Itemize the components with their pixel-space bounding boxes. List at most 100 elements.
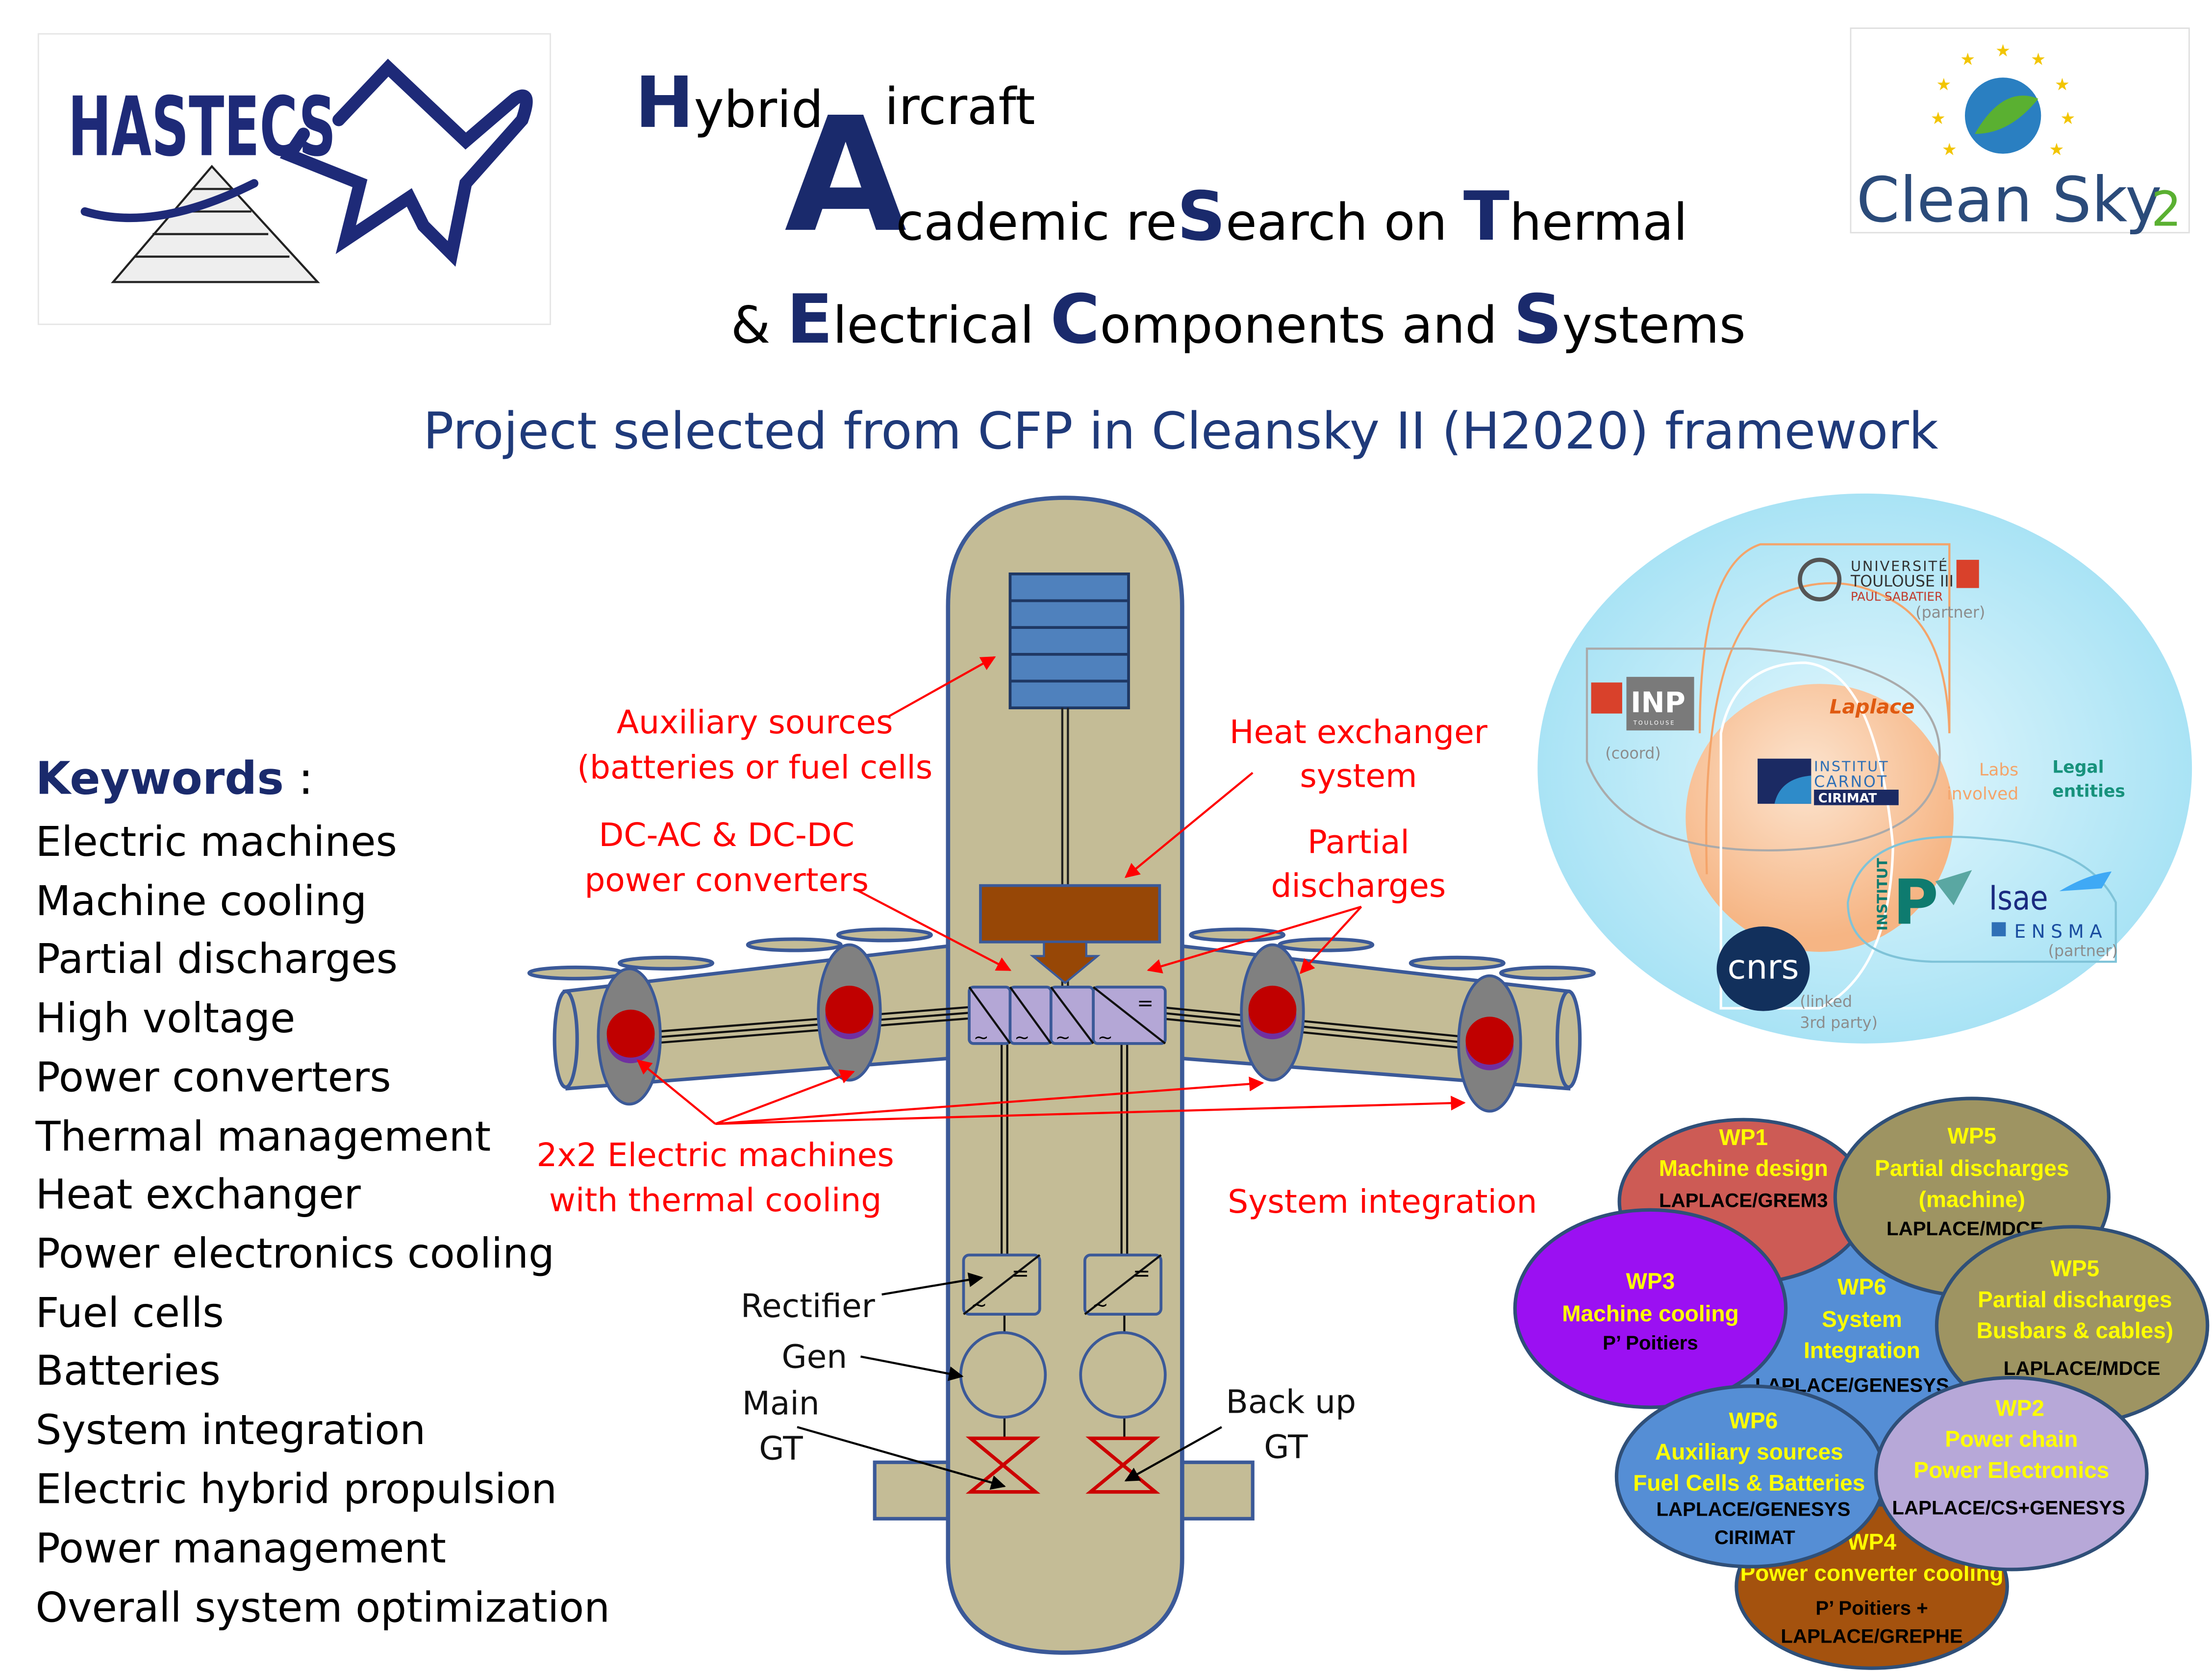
svg-text:WP3: WP3 (1626, 1268, 1675, 1294)
svg-text:=: = (1133, 1261, 1151, 1286)
wp5-partial-discharges-busbars: WP5 Partial discharges Busbars & cables)… (1935, 1225, 2210, 1426)
svg-text:LAPLACE/GREM3: LAPLACE/GREM3 (1659, 1190, 1828, 1212)
inp-logo: INP TOULOUSE (coord) (1591, 676, 1694, 763)
svg-text:System: System (1822, 1306, 1902, 1332)
svg-text:INSTITUT: INSTITUT (1814, 758, 1889, 775)
svg-text:WP5: WP5 (2050, 1255, 2099, 1281)
battery-stack (1008, 572, 1130, 710)
svg-text:~: ~ (971, 1294, 987, 1316)
svg-text:Busbars & cables): Busbars & cables) (1977, 1318, 2174, 1343)
svg-text:& Electrical Components and Sy: & Electrical Components and Systems (731, 280, 1746, 359)
keyword: Machine cooling (36, 877, 367, 925)
keyword: Power management (36, 1524, 446, 1572)
svg-text:ircraft: ircraft (884, 77, 1035, 136)
svg-text:★: ★ (2049, 140, 2064, 159)
svg-text:INSTITUT: INSTITUT (1874, 858, 1891, 931)
svg-text:WP5: WP5 (1947, 1123, 1996, 1148)
aircraft-diagram: ~ ~ ~ ~ = = = ~ ~ (527, 496, 1596, 1655)
keyword: Overall system optimization (36, 1584, 610, 1631)
isae-ensma-logo: Isae ENSMA (partner) (1989, 871, 2118, 960)
svg-text:~: ~ (1092, 1294, 1108, 1316)
svg-text:Keywords :: Keywords : (36, 752, 314, 805)
svg-text:★: ★ (2055, 75, 2070, 95)
svg-text:Main: Main (742, 1384, 820, 1422)
svg-text:(partner): (partner) (1915, 604, 1985, 622)
svg-text:WP1: WP1 (1719, 1124, 1768, 1150)
svg-text:★: ★ (2031, 50, 2046, 69)
svg-text:Partial discharges: Partial discharges (1978, 1287, 2172, 1312)
svg-text:★: ★ (1942, 140, 1957, 159)
svg-text:(linked: (linked (1800, 993, 1852, 1011)
keyword: Partial discharges (36, 935, 398, 983)
svg-text:LAPLACE/MDCE: LAPLACE/MDCE (2004, 1357, 2161, 1379)
svg-text:2x2 Electric machines: 2x2 Electric machines (536, 1136, 894, 1174)
svg-text:entities: entities (2052, 781, 2125, 801)
clean-sky-logo: ★★★★★★★★★ Clean Sky 2 (1850, 27, 2190, 237)
svg-text:WP6: WP6 (1729, 1408, 1778, 1433)
wp6-auxiliary-sources: WP6 Auxiliary sources Fuel Cells & Batte… (1614, 1384, 1886, 1569)
generator-main (959, 1331, 1047, 1419)
svg-text:3rd party): 3rd party) (1800, 1014, 1878, 1032)
svg-text:Gen: Gen (781, 1338, 847, 1375)
keywords-list: Keywords : Electric machines Machine coo… (35, 752, 610, 1632)
svg-text:LAPLACE/GENESYS: LAPLACE/GENESYS (1656, 1498, 1850, 1521)
svg-text:★: ★ (1960, 50, 1975, 69)
svg-text:★: ★ (2060, 109, 2075, 128)
keyword: Heat exchanger (36, 1171, 361, 1218)
svg-text:★: ★ (1936, 75, 1951, 95)
svg-text:A: A (784, 83, 908, 267)
wp3-machine-cooling: WP3 Machine cooling P’ Poitiers (1513, 1208, 1788, 1409)
svg-text:(coord): (coord) (1605, 745, 1660, 763)
pyramid-icon (111, 165, 320, 283)
wp2-power-chain: WP2 Power chain Power Electronics LAPLAC… (1874, 1376, 2149, 1571)
svg-text:GT: GT (1264, 1428, 1308, 1466)
svg-text:GT: GT (759, 1429, 803, 1467)
svg-text:PAUL SABATIER: PAUL SABATIER (1851, 590, 1943, 604)
title: Hybrid A ircraft cademic reSearch on The… (423, 61, 1938, 461)
svg-text:★: ★ (1995, 41, 2011, 61)
keyword: Power electronics cooling (36, 1230, 554, 1277)
rectifiers: = = ~ ~ (962, 1253, 1163, 1316)
svg-text:Auxiliary sources: Auxiliary sources (1655, 1439, 1843, 1464)
keyword: Fuel cells (36, 1289, 224, 1337)
svg-text:ENSMA: ENSMA (2014, 921, 2108, 942)
svg-text:2: 2 (2151, 181, 2182, 237)
svg-text:Machine design: Machine design (1659, 1155, 1828, 1181)
svg-text:System integration: System integration (1228, 1183, 1537, 1221)
hastecs-logo: HASTECS (37, 33, 551, 325)
svg-text:Isae: Isae (1989, 879, 2048, 918)
svg-text:Hybrid: Hybrid (635, 61, 823, 144)
partners-diagram: UNIVERSITÉ TOULOUSE III PAUL SABATIER (p… (1537, 493, 2192, 1044)
svg-text:CIRIMAT: CIRIMAT (1714, 1526, 1795, 1548)
svg-text:TOULOUSE III: TOULOUSE III (1850, 573, 1954, 591)
svg-text:UNIVERSITÉ: UNIVERSITÉ (1851, 558, 1949, 574)
svg-text:CARNOT: CARNOT (1814, 773, 1888, 791)
svg-text:Labs: Labs (1979, 760, 2018, 780)
svg-text:P’ Poitiers +: P’ Poitiers + (1815, 1597, 1928, 1619)
svg-text:Power Electronics: Power Electronics (1913, 1457, 2109, 1483)
svg-text:(partner): (partner) (2048, 942, 2118, 960)
svg-text:LAPLACE/CS+GENESYS: LAPLACE/CS+GENESYS (1892, 1497, 2125, 1519)
keyword: Power converters (36, 1054, 391, 1101)
svg-text:(machine): (machine) (1919, 1187, 2025, 1212)
svg-text:Clean Sky: Clean Sky (1856, 164, 2162, 236)
svg-text:~: ~ (974, 1026, 989, 1048)
svg-text:LAPLACE/GREPHE: LAPLACE/GREPHE (1781, 1625, 1962, 1647)
svg-text:~: ~ (1055, 1026, 1070, 1048)
heat-exchanger (979, 884, 1161, 984)
laplace-logo: Laplace (1830, 696, 1915, 719)
svg-text:Partial discharges: Partial discharges (1875, 1155, 2069, 1181)
svg-text:CIRIMAT: CIRIMAT (1818, 791, 1877, 806)
svg-text:DC-AC & DC-DC: DC-AC & DC-DC (599, 816, 855, 854)
keyword: Electric hybrid propulsion (36, 1466, 557, 1513)
svg-text:cademic reSearch on Thermal: cademic reSearch on Thermal (896, 177, 1687, 256)
svg-text:Power chain: Power chain (1945, 1426, 2078, 1452)
svg-text:Rectifier: Rectifier (741, 1287, 876, 1325)
cnrs-logo: cnrs (linked 3rd party) (1716, 926, 1878, 1032)
svg-text:involved: involved (1947, 784, 2018, 804)
svg-text:discharges: discharges (1271, 867, 1446, 905)
work-packages: WP6 System Integration LAPLACE/GENESYS W… (1513, 1097, 2210, 1670)
gas-turbines (965, 1436, 1160, 1494)
svg-text:=: = (1137, 992, 1154, 1015)
